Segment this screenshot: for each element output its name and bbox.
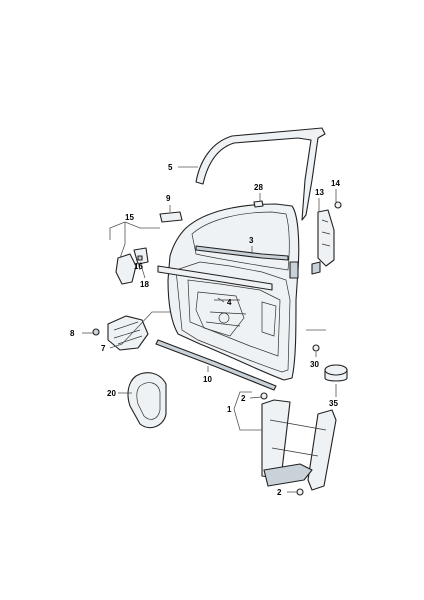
callout-9: 9 (166, 194, 171, 203)
callouts: 5 9 28 13 14 15 3 16 18 4 8 7 30 10 20 2… (70, 163, 340, 497)
door-lock-assembly (115, 247, 149, 285)
callout-2a: 2 (241, 394, 246, 403)
trim-clip (159, 211, 183, 223)
upper-door-seal (195, 127, 326, 221)
callout-13: 13 (315, 188, 324, 197)
callout-5: 5 (168, 163, 173, 172)
inner-trim-piece (127, 372, 167, 429)
bumper-stop (253, 200, 264, 208)
round-plug (324, 364, 348, 382)
callout-10: 10 (203, 375, 212, 384)
grommet-small (312, 344, 320, 352)
callout-18: 18 (140, 280, 149, 289)
callout-2b: 2 (277, 488, 282, 497)
callout-15: 15 (125, 213, 134, 222)
leader-lines (82, 166, 337, 493)
outer-belt-strip (157, 265, 273, 291)
callout-30: 30 (310, 360, 319, 369)
callout-3: 3 (249, 236, 254, 245)
callout-8: 8 (70, 329, 75, 338)
regulator-motor (92, 315, 149, 351)
callout-14: 14 (331, 179, 340, 188)
callout-28: 28 (254, 183, 263, 192)
callout-1: 1 (227, 405, 232, 414)
inner-belt-strip (195, 245, 289, 261)
callout-35: 35 (329, 399, 338, 408)
window-regulator (260, 392, 337, 496)
lower-sill-seal (155, 339, 277, 391)
callout-7: 7 (101, 344, 106, 353)
rear-guide-channel (311, 201, 342, 275)
callout-4: 4 (227, 298, 232, 307)
callout-20: 20 (107, 389, 116, 398)
callout-16: 16 (134, 262, 143, 271)
